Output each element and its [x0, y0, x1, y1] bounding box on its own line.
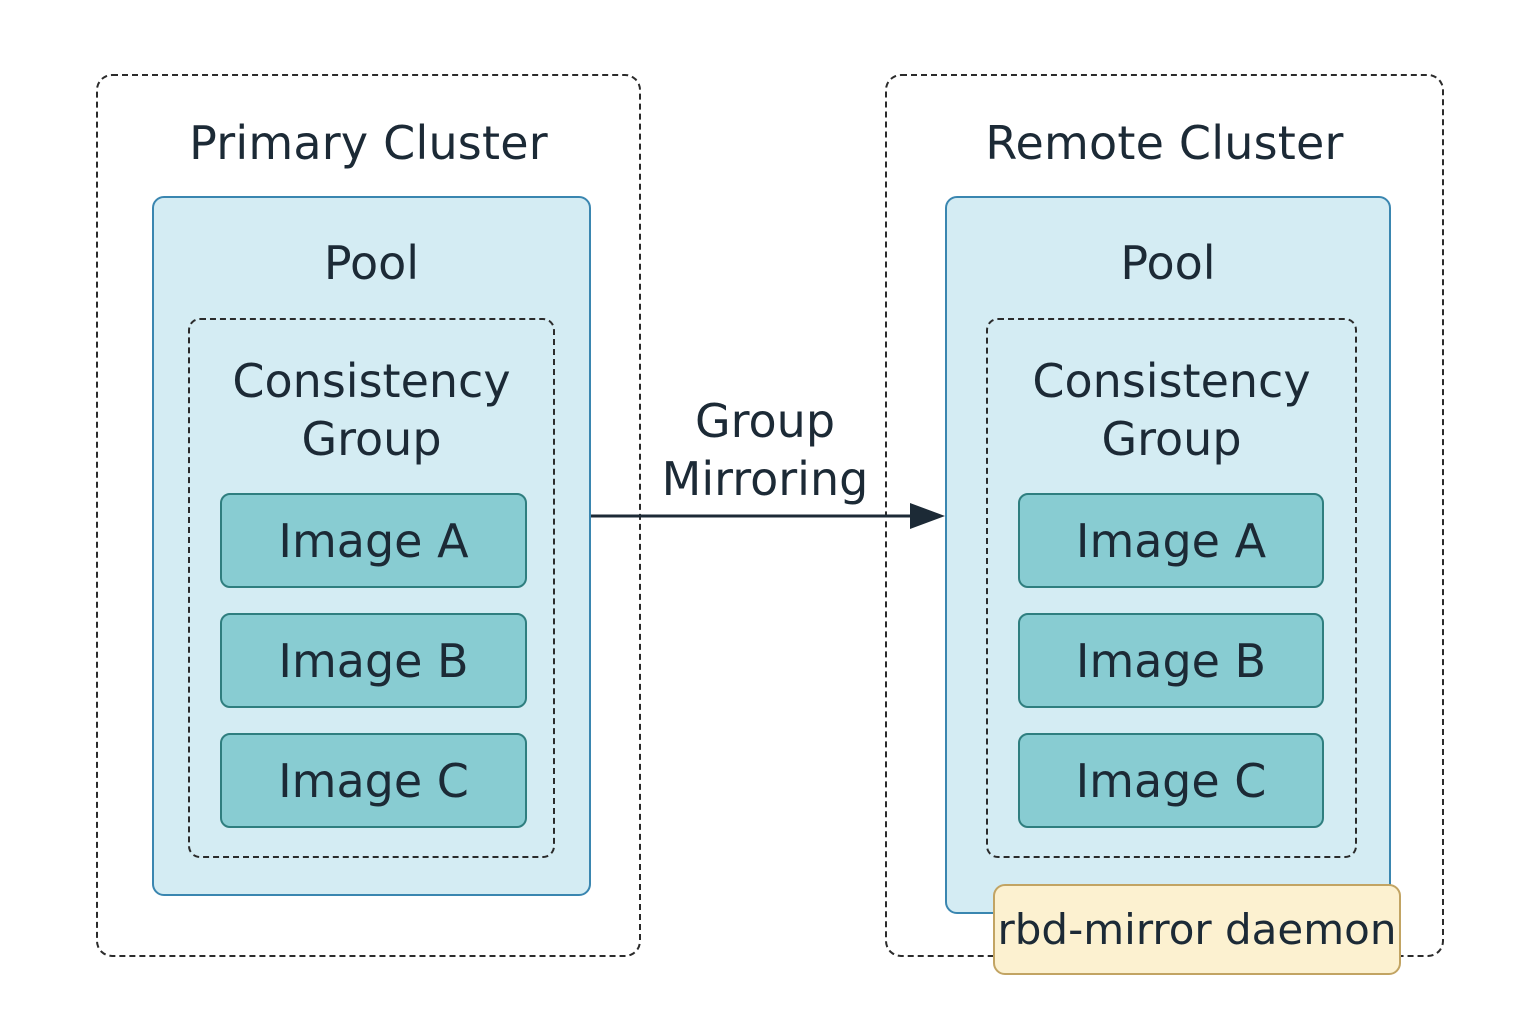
primary-cluster-title: Primary Cluster: [189, 116, 548, 170]
remote-image-c: Image C: [1018, 733, 1324, 828]
primary-image-a: Image A: [220, 493, 527, 588]
arrow-head: [910, 503, 945, 529]
group-mirroring-label-line1: Group: [694, 394, 836, 448]
primary-image-b: Image B: [220, 613, 527, 708]
remote-consistency-group-title-line2: Group: [1101, 412, 1242, 466]
primary-consistency-group: Consistency Group: [188, 318, 555, 858]
remote-consistency-group-title-line1: Consistency: [1032, 354, 1311, 408]
remote-cluster-title: Remote Cluster: [985, 116, 1344, 170]
remote-image-b: Image B: [1018, 613, 1324, 708]
remote-consistency-group: Consistency Group: [986, 318, 1357, 858]
rbd-mirror-daemon-box: rbd-mirror daemon: [993, 884, 1401, 975]
remote-image-a: Image A: [1018, 493, 1324, 588]
primary-pool-title: Pool: [323, 236, 420, 290]
group-mirroring-label-line2: Mirroring: [661, 452, 869, 506]
primary-image-c: Image C: [220, 733, 527, 828]
primary-consistency-group-title-line2: Group: [301, 412, 442, 466]
primary-consistency-group-title-line1: Consistency: [232, 354, 511, 408]
remote-pool-title: Pool: [1120, 236, 1216, 290]
